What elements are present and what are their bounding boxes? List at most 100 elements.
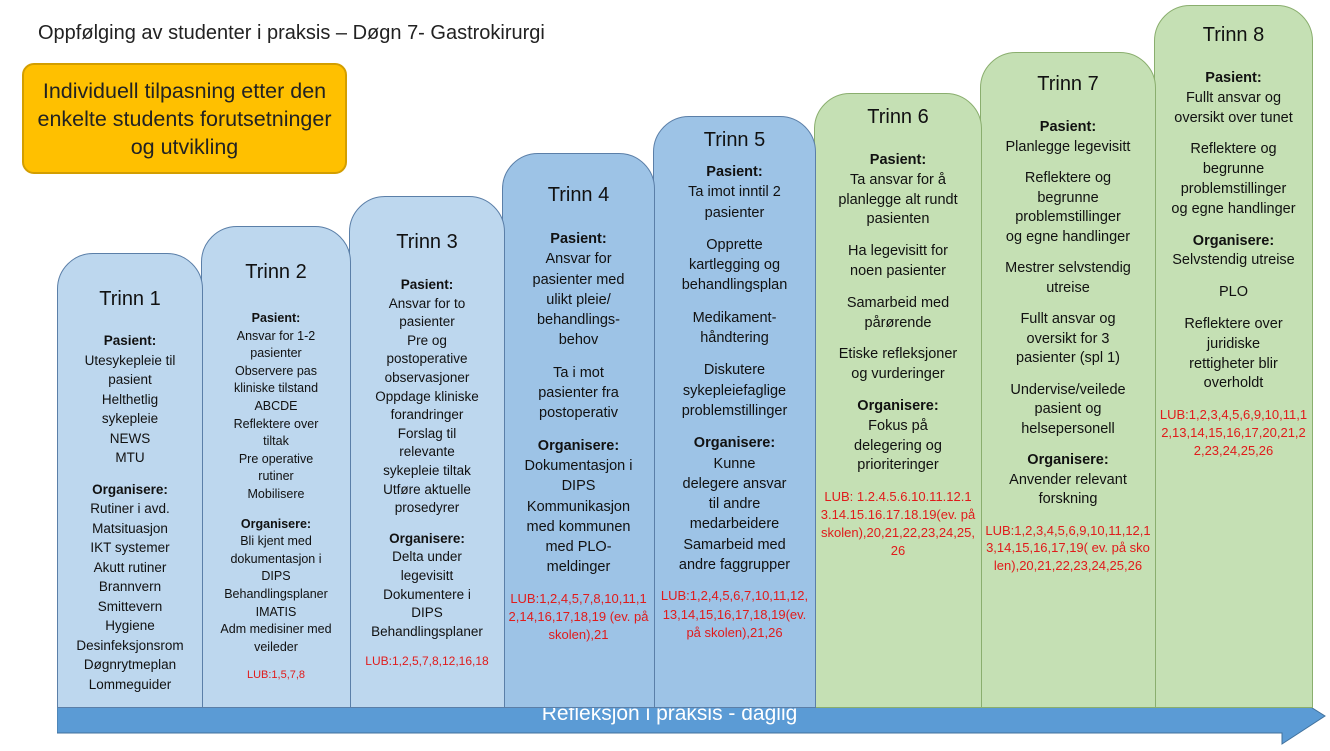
spacer: [62, 694, 198, 706]
step-text-line: Mobilisere: [247, 486, 305, 501]
spacer: [1159, 394, 1308, 406]
step-text-line: NEWS: [109, 430, 151, 446]
step-text-line: MTU: [115, 450, 145, 465]
step-text-line: Ha legevisitt for: [848, 243, 948, 260]
step-text-line: ulikt pleie/: [546, 291, 611, 308]
lub-references: LUB:1,2,4,5,6,7,10,11,12,13,14,15,16,17,…: [660, 588, 809, 640]
section-heading: Pasient:: [1039, 119, 1097, 135]
adaptation-note: Individuell tilpasning etter den enkelte…: [22, 63, 347, 174]
step-text-line: Reflektere og: [1024, 170, 1112, 186]
step-text-line: IMATIS: [255, 604, 297, 619]
spacer: [507, 351, 650, 363]
spacer: [985, 247, 1151, 259]
spacer: [985, 157, 1151, 169]
step-text-line: pasienter (spl 1): [1016, 350, 1120, 366]
step-text-line: Desinfeksjonsrom: [76, 637, 184, 653]
step-text-line: Lommeguider: [88, 676, 172, 692]
section-heading: Organisere:: [537, 437, 620, 454]
step-text-line: kliniske tilstand: [233, 381, 319, 396]
spacer: [819, 230, 977, 242]
spacer: [658, 575, 811, 587]
step-text-line: Ta imot inntil 2: [688, 184, 781, 201]
step-text-line: veileder: [254, 639, 298, 654]
step-title: Trinn 3: [396, 231, 458, 253]
step-text-line: oversikt for 3: [1026, 330, 1110, 347]
step-text-line: Samarbeid med: [683, 536, 786, 553]
step-text-line: med PLO-: [545, 539, 612, 556]
step-text-line: observasjoner: [384, 369, 470, 385]
step-text-line: pasienter: [250, 346, 302, 361]
step-text-line: og egne handlinger: [1005, 228, 1131, 245]
step-text-line: forskning: [1038, 491, 1098, 507]
spacer: [985, 510, 1151, 522]
spacer: [658, 421, 811, 433]
step-text-line: Kommunikasjon: [526, 498, 631, 515]
step-text-line: behandlingsplan: [681, 277, 788, 294]
step-text-line: og vurderinger: [851, 366, 945, 383]
step-text-line: rutiner: [258, 469, 294, 484]
step-text-line: sykepleie tiltak: [383, 462, 471, 478]
step-text-line: Forslag til: [397, 425, 457, 441]
step-text-line: prioriteringer: [857, 457, 939, 474]
spacer: [507, 424, 650, 436]
step-text-line: begrunne: [1202, 161, 1265, 178]
step-text-line: Diskutere: [703, 362, 766, 379]
step-text-line: delegering og: [854, 437, 942, 454]
step-text-line: Akutt rutiner: [93, 559, 167, 575]
step-text-line: Fullt ansvar og: [1185, 89, 1282, 106]
step-text-line: Pre operative: [238, 451, 314, 466]
lub-references: LUB:1,5,7,8: [246, 669, 306, 682]
step-text-line: Ansvar for to: [388, 295, 466, 311]
section-heading: Organisere:: [1192, 232, 1275, 249]
step-text-line: Ta i mot: [553, 364, 604, 381]
step-text-line: problemstillinger: [1180, 180, 1287, 197]
step-text-line: forandringer: [390, 407, 464, 423]
lub-references: LUB:1,2,3,4,5,6,9,10,11,12,13,14,15,16,1…: [1159, 407, 1308, 458]
section-heading: Pasient:: [869, 152, 927, 168]
step-text-line: pasienten: [866, 211, 930, 228]
spacer: [206, 656, 346, 668]
step-text-line: problemstillinger: [681, 402, 788, 419]
spacer: [62, 468, 198, 480]
step-text-line: kartlegging og: [688, 257, 781, 274]
step-body: Pasient: Fullt ansvar og oversikt over tun…: [1155, 69, 1312, 460]
step-text-line: ABCDE: [254, 398, 298, 413]
spacer: [819, 476, 977, 488]
step-text-line: Observere pas: [235, 363, 317, 378]
step-text-line: Behandlingsplaner: [371, 623, 483, 639]
spacer: [819, 282, 977, 294]
section-heading: Pasient:: [103, 333, 157, 348]
section-heading: Pasient:: [706, 164, 763, 180]
step-text-line: oversikt over tunet: [1174, 109, 1293, 126]
step-text-line: Døgnrytmeplan: [83, 657, 177, 672]
lub-references: LUB:1,7,8: [62, 706, 198, 707]
step-text-line: pasient: [108, 372, 152, 387]
step-text-line: Mestrer selvstendig: [1005, 260, 1131, 276]
step-text-line: og egne handlinger: [1171, 200, 1296, 217]
step-text-line: Fullt ansvar og: [1020, 311, 1116, 327]
step-text-line: Behandlingsplaner: [224, 586, 328, 601]
step-text-line: problemstillinger: [1015, 209, 1121, 225]
step-text-line: DIPS: [411, 605, 443, 621]
step-text-line: Dokumentere i: [383, 586, 471, 602]
step-text-line: Anvender relevant: [1009, 471, 1127, 488]
step-text-line: Matsituasjon: [92, 520, 168, 536]
step-text-line: behov: [558, 332, 599, 349]
step-text-line: meldinger: [546, 559, 611, 576]
spacer: [985, 369, 1151, 381]
section-heading: Organisere:: [693, 435, 776, 452]
step-text-line: utreise: [1046, 279, 1090, 296]
section-heading: Pasient:: [1205, 70, 1262, 86]
step-text-line: Opprette: [706, 236, 763, 253]
step-text-line: sykepleiefaglige: [682, 382, 787, 399]
spacer: [819, 333, 977, 345]
step-text-line: Ansvar for: [545, 251, 612, 268]
step-text-line: Helthetlig: [101, 391, 159, 407]
step-text-line: pasienter med: [532, 271, 625, 288]
